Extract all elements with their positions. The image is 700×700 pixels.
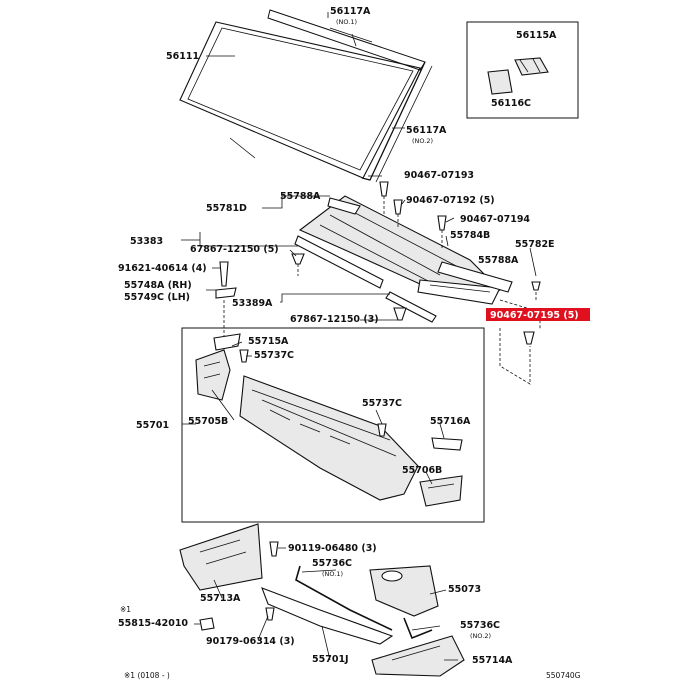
- label-55784b: 55784B: [450, 230, 490, 241]
- seal-53389a[interactable]: [385, 291, 437, 323]
- label-90467-07193: 90467-07193: [404, 170, 474, 181]
- label-55736c-no1-note: (NO.1): [322, 570, 343, 578]
- label-55701j: 55701J: [312, 654, 349, 665]
- seal-55736c-no1[interactable]: [295, 565, 393, 631]
- label-56117a-no2-note: (NO.2): [412, 137, 433, 145]
- label-55705b: 55705B: [188, 416, 228, 427]
- hinge-55748a[interactable]: [215, 287, 237, 299]
- clip-icon-90467-07194[interactable]: [437, 215, 447, 231]
- label-56115a: 56115A: [516, 30, 557, 41]
- label-55737c-1: 55737C: [254, 350, 294, 361]
- label-56117a-no1: 56117A: [330, 6, 371, 17]
- windshield-glass-56111[interactable]: [179, 21, 421, 179]
- label-55736c-no2: 55736C: [460, 620, 500, 631]
- drawing-code: 550740G: [546, 671, 581, 680]
- label-55716a: 55716A: [430, 416, 471, 427]
- bolt-icon-90119[interactable]: [269, 541, 279, 557]
- seal-53383[interactable]: [294, 235, 384, 289]
- highlighted-part-90467-07195[interactable]: 90467-07195 (5): [486, 308, 590, 321]
- clip-icon-55782e[interactable]: [531, 281, 541, 291]
- bolt-icon-91621[interactable]: [219, 261, 229, 287]
- label-56117a-no2: 56117A: [406, 125, 447, 136]
- label-55788a-left: 55788A: [280, 191, 321, 202]
- label-56111: 56111: [166, 51, 199, 62]
- clip-icon-55737c-1[interactable]: [239, 349, 249, 363]
- label-55713a: 55713A: [200, 593, 241, 604]
- label-90467-07194: 90467-07194: [460, 214, 530, 225]
- cowl-louver-55784b[interactable]: [417, 279, 501, 305]
- windshield-molding-no2[interactable]: [361, 61, 433, 183]
- clip-icon-67867-12150-b[interactable]: [393, 307, 407, 321]
- label-55748a-rh: 55748A (RH): [124, 280, 192, 291]
- clip-icon-90467-07193[interactable]: [379, 181, 389, 197]
- plug-icon-55815[interactable]: [199, 617, 215, 631]
- clip-icon-90467-07192[interactable]: [393, 199, 403, 215]
- cowl-lower-55701j[interactable]: [261, 587, 394, 645]
- pad-56116c[interactable]: [487, 69, 513, 95]
- clip-icon-67867-12150-a[interactable]: [291, 253, 305, 265]
- bracket-55705b[interactable]: [195, 349, 231, 401]
- windshield-molding-no1[interactable]: [267, 9, 426, 71]
- svg-text:90467-07195 (5): 90467-07195 (5): [490, 310, 579, 321]
- seal-55736c-no2[interactable]: [403, 617, 433, 640]
- label-67867-12150-b: 67867-12150 (3): [290, 314, 379, 325]
- cowl-assembly-box: [181, 327, 485, 523]
- label-55714a: 55714A: [472, 655, 513, 666]
- label-55736c-no1: 55736C: [312, 558, 352, 569]
- label-90119-06480: 90119-06480 (3): [288, 543, 377, 554]
- side-panel-55714a[interactable]: [371, 635, 465, 677]
- label-55073: 55073: [448, 584, 481, 595]
- label-55749c-lh: 55749C (LH): [124, 292, 190, 303]
- label-55701: 55701: [136, 420, 169, 431]
- label-55706b: 55706B: [402, 465, 442, 476]
- label-55736c-no2-note: (NO.2): [470, 632, 491, 640]
- inset-box: [466, 21, 579, 119]
- cover-55073[interactable]: [369, 565, 439, 617]
- clip-icon-55737c-2[interactable]: [377, 423, 387, 437]
- seal-55788a-right[interactable]: [437, 261, 513, 293]
- clip-icon-90467-07195[interactable]: [523, 331, 535, 345]
- label-note-mark: ※1: [120, 605, 131, 614]
- bracket-55706b[interactable]: [419, 475, 463, 507]
- cowl-panel-55701[interactable]: [239, 375, 419, 501]
- seal-55788a-left[interactable]: [327, 197, 361, 215]
- side-panel-55713a[interactable]: [179, 523, 263, 591]
- label-55782e: 55782E: [515, 239, 555, 250]
- label-90467-07192: 90467-07192 (5): [406, 195, 495, 206]
- label-55815-42010: 55815-42010: [118, 618, 188, 629]
- label-90179-06314: 90179-06314 (3): [206, 636, 295, 647]
- label-56117a-no1-note: (NO.1): [336, 18, 357, 26]
- footnote: ※1 (0108 - ): [124, 671, 170, 680]
- leader-lines: [181, 12, 537, 661]
- bracket-55716a[interactable]: [431, 437, 463, 451]
- label-55781d: 55781D: [206, 203, 247, 214]
- label-55788a-right: 55788A: [478, 255, 519, 266]
- label-55715a: 55715A: [248, 336, 289, 347]
- label-91621-40614: 91621-40614 (4): [118, 263, 207, 274]
- bracket-55715a[interactable]: [213, 333, 241, 351]
- label-67867-12150-a: 67867-12150 (5): [190, 244, 279, 255]
- label-53389a: 53389A: [232, 298, 273, 309]
- label-56116c: 56116C: [491, 98, 531, 109]
- label-55737c-2: 55737C: [362, 398, 402, 409]
- label-53383: 53383: [130, 236, 163, 247]
- clip-56115a[interactable]: [514, 57, 549, 76]
